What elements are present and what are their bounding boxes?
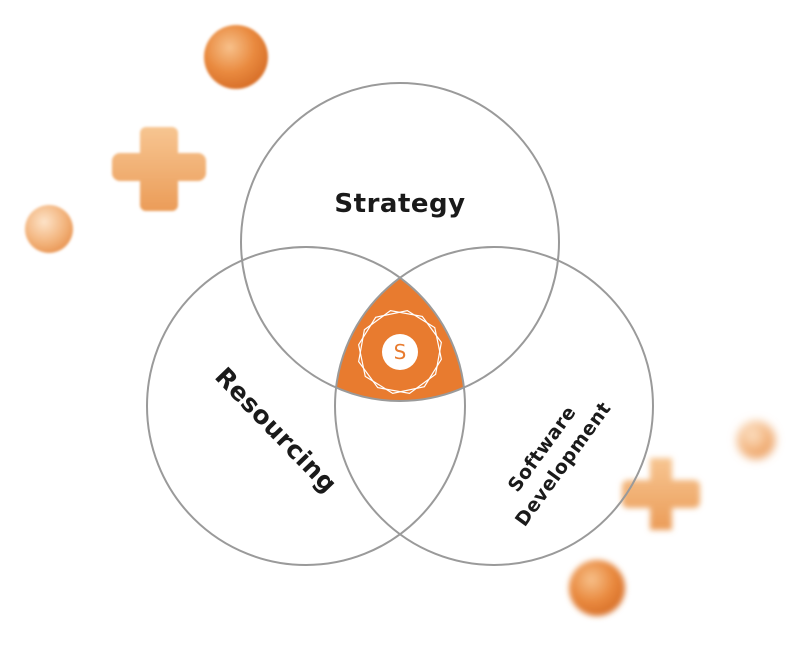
sphere-icon — [25, 205, 73, 253]
venn-circles — [146, 82, 654, 566]
strategy-circle — [240, 82, 560, 402]
software-label: Software Development — [504, 398, 616, 531]
s-emblem-icon: S — [358, 310, 442, 394]
plus-icon — [622, 458, 700, 530]
emblem-letter: S — [394, 340, 407, 364]
plus-icon — [112, 127, 206, 211]
sphere-icon — [569, 560, 625, 616]
sphere-icon — [737, 421, 775, 459]
decorations — [25, 25, 775, 616]
software-circle — [334, 246, 654, 566]
sphere-icon — [204, 25, 268, 89]
strategy-label: Strategy — [334, 189, 465, 219]
resourcing-circle — [146, 246, 466, 566]
